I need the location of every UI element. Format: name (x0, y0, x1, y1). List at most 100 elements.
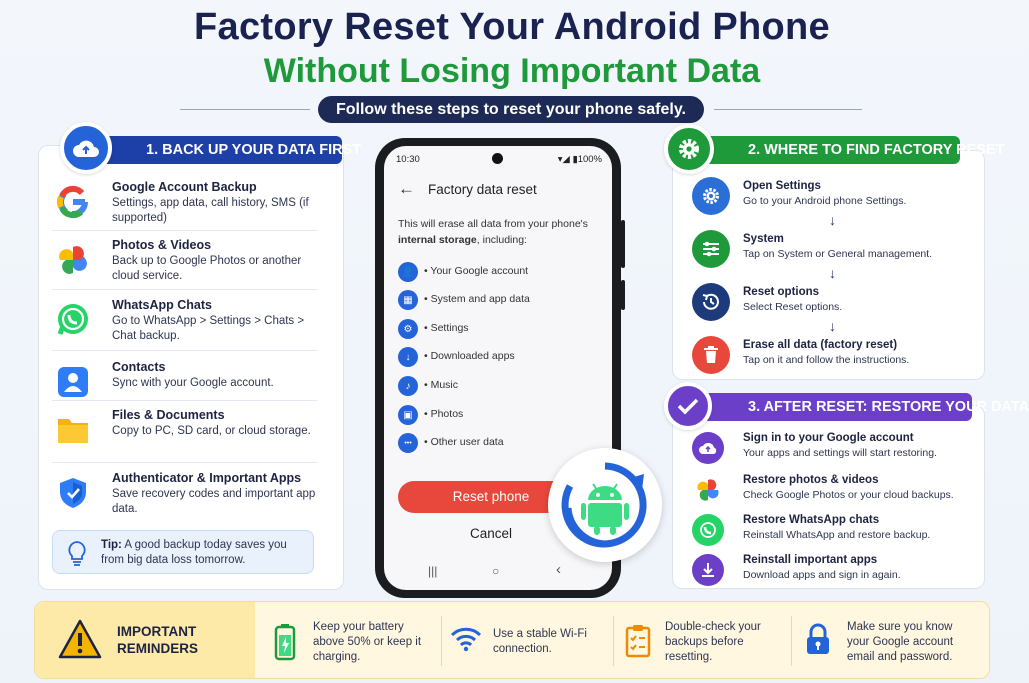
where-step-settings: Open Settings Go to your Android phone S… (692, 177, 982, 217)
back-arrow-icon[interactable]: ← (398, 179, 415, 198)
clipboard-check-icon (623, 622, 653, 660)
google-photos-icon (52, 240, 94, 280)
item-desc: Save recovery codes and important app da… (112, 488, 316, 515)
divider (613, 616, 614, 666)
photos-icon: ▣ (398, 405, 418, 425)
nav-home-icon[interactable]: ○ (492, 564, 500, 578)
item-desc: Copy to PC, SD card, or cloud storage. (112, 425, 311, 437)
backup-panel (38, 145, 344, 590)
nav-recent-icon[interactable]: ||| (428, 564, 438, 578)
more-icon: ••• (398, 433, 418, 453)
item-title: WhatsApp Chats (112, 298, 212, 312)
phone-side-button (621, 280, 625, 310)
apps-icon: ▦ (398, 290, 418, 310)
backup-item-google: Google Account Backup Settings, app data… (52, 180, 318, 230)
tip-box: Tip: A good backup today saves you from … (52, 530, 314, 574)
page-subtitle: Without Losing Important Data (263, 52, 761, 90)
download-icon (692, 554, 724, 586)
item-title: Contacts (112, 360, 166, 374)
settings-icon: ⚙ (398, 319, 418, 339)
page-title: Factory Reset Your Android Phone (194, 6, 830, 48)
subtitle-pill: Follow these steps to reset your phone s… (318, 96, 704, 123)
status-time: 10:30 (396, 154, 420, 165)
backup-item-whatsapp: WhatsApp Chats Go to WhatsApp > Settings… (52, 298, 318, 348)
item-title: Authenticator & Important Apps (112, 471, 302, 485)
lock-icon (803, 620, 833, 658)
folder-icon (52, 410, 94, 450)
backup-item-files: Files & Documents Copy to PC, SD card, o… (52, 408, 318, 458)
phone-side-button (621, 220, 625, 268)
check-icon (664, 382, 712, 430)
lightbulb-icon (67, 540, 87, 571)
whatsapp-icon (52, 300, 94, 340)
item-title: Files & Documents (112, 408, 225, 422)
gear-icon (692, 177, 730, 215)
divider (441, 616, 442, 666)
phone-screen: 10:30 ▾◢ ▮100% ← Factory data reset This… (384, 146, 612, 590)
cloud-upload-icon (60, 122, 112, 174)
arrow-down-icon: ↓ (829, 318, 836, 334)
restore-step-photos: Restore photos & videos Check Google Pho… (692, 474, 982, 510)
tip-text: Tip: A good backup today saves you from … (101, 539, 287, 566)
restore-header: 3. AFTER RESET: RESTORE YOUR DATA (690, 393, 1029, 421)
sliders-icon (692, 230, 730, 268)
item-desc: Back up to Google Photos or another clou… (112, 255, 302, 282)
item-title: Google Account Backup (112, 180, 257, 194)
battery-icon (271, 622, 299, 662)
where-header: 2. WHERE TO FIND FACTORY RESET (690, 136, 1004, 164)
backup-item-authenticator: Authenticator & Important Apps Save reco… (52, 471, 318, 521)
divider (52, 400, 317, 401)
divider (52, 350, 317, 351)
google-photos-icon (692, 474, 724, 506)
reminder-account: Make sure you know your Google account e… (803, 602, 983, 678)
reminder-backups: Double-check your backups before resetti… (623, 602, 793, 678)
divider (791, 616, 792, 666)
warning-icon (57, 618, 103, 665)
where-step-system: System Tap on System or General manageme… (692, 230, 982, 270)
divider-left (180, 109, 310, 110)
item-desc: Go to WhatsApp > Settings > Chats > Chat… (112, 315, 305, 342)
restore-step-whatsapp: Restore WhatsApp chats Reinstall WhatsAp… (692, 514, 982, 550)
nav-back-icon[interactable]: ‹ (556, 561, 561, 578)
item-desc: Sync with your Google account. (112, 377, 274, 389)
contacts-icon (52, 362, 94, 402)
divider (52, 462, 317, 463)
download-icon: ↓ (398, 347, 418, 367)
restore-step-apps: Reinstall important apps Download apps a… (692, 554, 982, 590)
history-icon (692, 283, 730, 321)
account-icon: 👤 (398, 262, 418, 282)
whatsapp-icon (692, 514, 724, 546)
restore-panel (672, 405, 985, 589)
arrow-down-icon: ↓ (829, 265, 836, 281)
gear-icon (664, 124, 714, 174)
wifi-icon (449, 624, 483, 654)
arrow-down-icon: ↓ (829, 212, 836, 228)
where-step-erase: Erase all data (factory reset) Tap on it… (692, 336, 982, 376)
screen-title: Factory data reset (428, 182, 537, 197)
shield-icon (52, 473, 94, 513)
backup-item-contacts: Contacts Sync with your Google account. (52, 360, 318, 404)
android-reset-icon (548, 448, 662, 562)
cloud-upload-icon (692, 432, 724, 464)
item-title: Photos & Videos (112, 238, 212, 252)
camera-icon (492, 153, 503, 164)
backup-header: 1. BACK UP YOUR DATA FIRST (88, 136, 361, 164)
backup-item-photos: Photos & Videos Back up to Google Photos… (52, 238, 318, 288)
cancel-button[interactable]: Cancel (469, 526, 513, 541)
status-indicators: ▾◢ ▮100% (557, 154, 602, 165)
where-step-reset: Reset options Select Reset options. (692, 283, 982, 323)
google-icon (52, 182, 94, 222)
divider-right (714, 109, 862, 110)
trash-icon (692, 336, 730, 374)
divider (52, 289, 317, 290)
divider (52, 230, 317, 231)
screen-description: This will erase all data from your phone… (398, 218, 588, 246)
restore-step-google: Sign in to your Google account Your apps… (692, 432, 982, 468)
reminder-wifi: Use a stable Wi-Fi connection. (449, 602, 619, 678)
item-desc: Settings, app data, call history, SMS (i… (112, 197, 309, 224)
reminder-battery: Keep your battery above 50% or keep it c… (271, 602, 431, 678)
music-icon: ♪ (398, 376, 418, 396)
